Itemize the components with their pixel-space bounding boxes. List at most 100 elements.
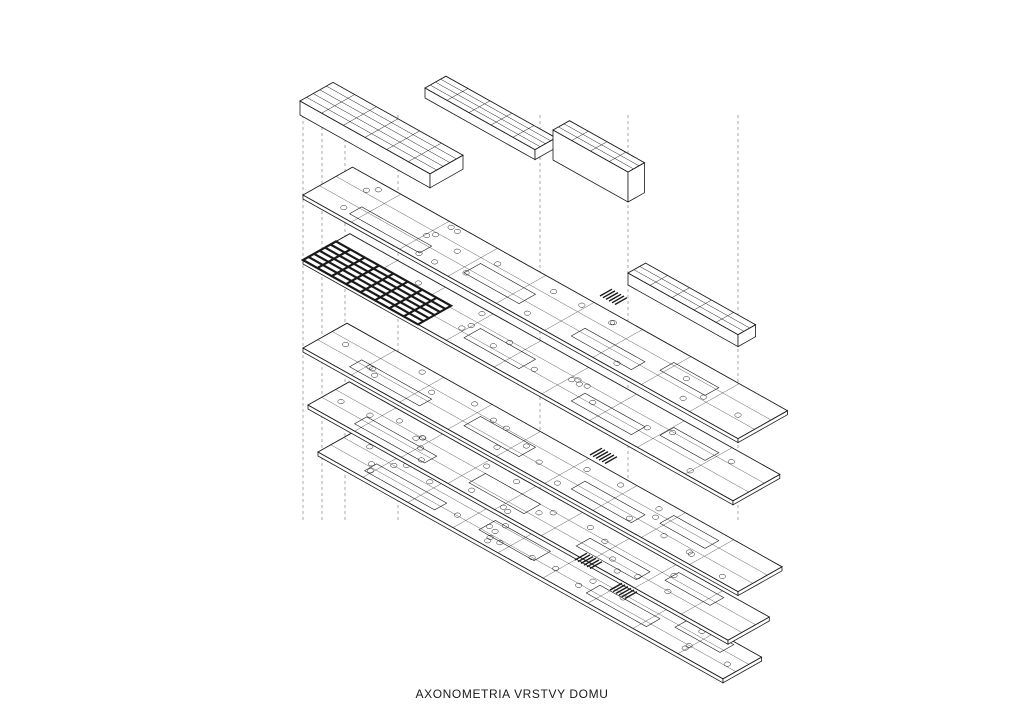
floor-second-furniture (686, 468, 694, 474)
floor-first-grid-line (317, 339, 753, 584)
floor-third-furniture (432, 232, 440, 238)
floor-ground-furniture (549, 510, 557, 516)
floor-ground-room (353, 416, 438, 464)
floor-first-furniture (535, 459, 543, 465)
floor-basement-grid-line (632, 606, 672, 629)
floor-first-furniture (342, 342, 350, 347)
floor-ground-grid-line (494, 486, 536, 510)
floor-first-room (659, 515, 720, 549)
floor-first-room (348, 359, 433, 407)
structural-grid-grid-line (324, 246, 441, 313)
stair-tread (598, 452, 612, 461)
roof-main-skylight-grid-line (321, 94, 355, 114)
floor-basement-furniture (589, 578, 597, 584)
floor-ground-room (468, 473, 542, 514)
floor-third-grid-line (689, 383, 740, 412)
floor-first-furniture (371, 372, 379, 378)
floor-basement-furniture (528, 555, 536, 561)
roof-tower-skylight-grid-line (609, 151, 626, 162)
stair-tread (609, 582, 623, 591)
floor-second-furniture (458, 325, 466, 331)
floor-second-furniture (568, 377, 576, 383)
floor-third-furniture (340, 205, 348, 211)
floor-basement-furniture (367, 468, 375, 474)
stair-tread (601, 454, 615, 463)
floor-first-grid-line (496, 431, 541, 457)
floor-first-furniture (366, 364, 374, 370)
floor-first-grid-line (351, 350, 396, 376)
stair-tread (595, 450, 609, 460)
floor-ground-grid-line (354, 407, 396, 432)
stair-tread (608, 293, 622, 302)
floor-ground-grid-line (587, 538, 630, 562)
floor-second-furniture (575, 381, 583, 387)
floor-first-furniture (617, 482, 625, 488)
stair-tread (615, 585, 629, 595)
structural-grid-grid-line (329, 243, 447, 310)
floor-third-grid-line (447, 248, 498, 277)
floor-second-furniture (727, 459, 735, 465)
drawing-caption: AXONOMETRIA VRSTVY DOMU (415, 687, 609, 701)
roof-gym-skylight-grid-line (671, 287, 690, 298)
roof-main-skylight-grid-line (306, 97, 437, 171)
roof-main-skylight-grid-line (408, 142, 442, 162)
floor-third-grid-line (544, 302, 595, 331)
floor-first-furniture (652, 514, 660, 520)
roof-main-skylight-grid-line (313, 93, 444, 167)
floor-ground-grid-line (681, 590, 723, 615)
roof-tower-skylight-grid-line (558, 126, 634, 170)
floor-ground-furniture (535, 510, 543, 516)
floor-first-furniture (685, 549, 693, 555)
floor-basement-furniture (575, 582, 583, 588)
floor-third-grid-line (351, 194, 401, 223)
floor-ground-grid-line (447, 459, 490, 484)
floor-first-grid-line (399, 377, 444, 403)
floor-first-furniture (522, 443, 530, 449)
stair-tread (592, 449, 606, 458)
roof-main-skylight-grid-line (386, 130, 420, 150)
stair-tread (583, 557, 597, 566)
floor-ground-grid-line (541, 512, 583, 536)
floor-third-furniture (550, 289, 558, 295)
floor-second-grid-line (494, 340, 541, 368)
floor-third-furniture (523, 310, 531, 316)
floor-basement-furniture (367, 461, 375, 467)
floor-ground-furniture (504, 508, 512, 514)
floor-basement-grid-line (497, 530, 537, 553)
floor-basement-furniture (502, 523, 509, 529)
floor-third-furniture (494, 261, 502, 267)
floor-second-grid-line (541, 367, 589, 394)
floor-third-furniture (578, 302, 586, 308)
stair-tread (618, 587, 632, 596)
floor-second-grid-line (446, 313, 494, 341)
floor-first-furniture (718, 573, 726, 579)
floor-ground-furniture (609, 556, 617, 562)
floor-second-grid-line (589, 394, 637, 421)
floor-basement-furniture (723, 661, 731, 667)
floor-third-furniture (362, 187, 370, 193)
floor-third-furniture (447, 224, 455, 230)
floor-ground-room (664, 572, 725, 606)
floor-third-furniture (374, 187, 382, 193)
floor-second-room (659, 427, 720, 461)
roof-tower-skylight-grid-line (563, 123, 640, 167)
floor-ground-furniture (670, 573, 678, 578)
floor-ground-furniture (586, 525, 594, 530)
floor-first-grid-line (332, 331, 768, 576)
structural-grid-grid-line (318, 249, 436, 317)
floor-second-furniture (414, 280, 422, 286)
floor-third-furniture (613, 360, 621, 366)
floor-first-furniture (428, 389, 436, 395)
floor-first-room (570, 480, 646, 523)
stair-tread (586, 559, 600, 568)
floor-basement-grid-line (677, 631, 717, 654)
floor-basement-furniture (486, 534, 494, 540)
floor-third-grid-line (399, 221, 450, 250)
floor-ground-furniture (366, 412, 374, 418)
floor-second-grid-line (637, 420, 685, 448)
floor-ground-furniture (396, 418, 403, 424)
floor-first-furniture (583, 467, 591, 472)
floor-ground-furniture (468, 487, 476, 493)
floor-ground-furniture (417, 457, 425, 463)
